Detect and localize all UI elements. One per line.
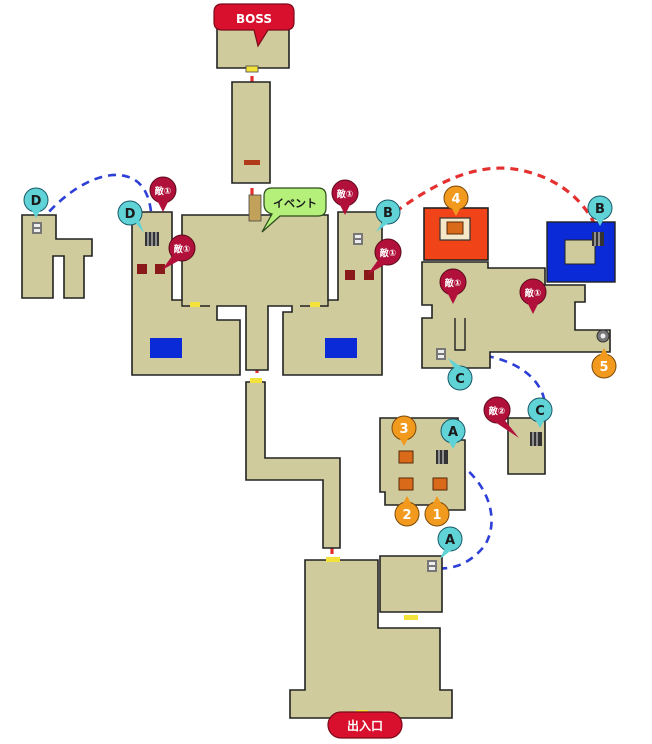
enemy-label: 敵① bbox=[337, 188, 354, 200]
warp-marker[interactable]: B bbox=[587, 195, 613, 226]
pot-icon[interactable] bbox=[596, 329, 610, 343]
treasure-chest-icon[interactable] bbox=[432, 477, 448, 491]
treasure-marker[interactable]: 5 bbox=[591, 348, 617, 379]
treasure-chest-icon[interactable] bbox=[439, 217, 471, 241]
warp-letter: D bbox=[125, 207, 136, 222]
treasure-marker[interactable]: 3 bbox=[391, 415, 417, 446]
enemy-marker: 敵① bbox=[519, 278, 547, 314]
stairs-icon[interactable] bbox=[530, 432, 542, 446]
warp-marker[interactable]: C bbox=[447, 358, 473, 391]
stairs-icon[interactable] bbox=[436, 348, 446, 360]
exit-marker: 出入口 bbox=[327, 711, 403, 739]
warp-letter: D bbox=[31, 194, 42, 209]
enemy-marker: 敵② bbox=[483, 396, 519, 438]
warp-letter: B bbox=[383, 206, 393, 221]
east-inner-wall bbox=[454, 318, 466, 351]
treasure-marker[interactable]: 4 bbox=[443, 185, 469, 216]
warp-marker[interactable]: C bbox=[527, 397, 553, 428]
room-d-west bbox=[21, 214, 93, 299]
enemy-label: 敵① bbox=[174, 243, 191, 255]
boss-marker: BOSS bbox=[213, 3, 295, 48]
door-entrance-top bbox=[326, 557, 340, 562]
stairs-icon[interactable] bbox=[427, 560, 437, 572]
hub-inner-wall-right bbox=[300, 300, 329, 307]
enemy-marker: 敵① bbox=[331, 179, 359, 215]
enemy-marker: 敵① bbox=[368, 238, 402, 274]
switch-icon[interactable] bbox=[155, 264, 165, 274]
treasure-chest-icon[interactable] bbox=[398, 450, 414, 464]
entrance-hall bbox=[289, 559, 453, 719]
warp-link-d bbox=[38, 173, 154, 233]
stairs-icon[interactable] bbox=[32, 222, 42, 234]
event-pillar bbox=[248, 194, 262, 222]
door-hub-left bbox=[190, 302, 200, 307]
treasure-number: 1 bbox=[432, 508, 441, 523]
treasure-number: 3 bbox=[399, 422, 408, 437]
event-label: イベント bbox=[273, 197, 317, 210]
door-hub-right bbox=[310, 302, 320, 307]
boss-label: BOSS bbox=[236, 12, 272, 26]
door-link-b bbox=[360, 166, 602, 241]
enemy-marker: 敵① bbox=[162, 234, 196, 270]
door-boss bbox=[245, 65, 259, 73]
warp-letter: C bbox=[455, 372, 465, 387]
warp-marker[interactable]: A bbox=[437, 526, 463, 559]
enemy-label: 敵① bbox=[155, 185, 172, 197]
treasure-marker[interactable]: 2 bbox=[394, 496, 420, 527]
stairs-icon[interactable] bbox=[145, 232, 159, 246]
treasure-marker[interactable]: 1 bbox=[424, 496, 450, 527]
treasure-number: 5 bbox=[599, 360, 608, 375]
switch-icon[interactable] bbox=[345, 270, 355, 280]
east-complex bbox=[421, 261, 611, 369]
door-hub-south bbox=[250, 378, 262, 383]
treasure-number: 2 bbox=[402, 508, 411, 523]
north-corridor bbox=[231, 81, 271, 184]
warp-marker[interactable]: D bbox=[117, 200, 144, 233]
south-path bbox=[245, 381, 341, 549]
switch-icon[interactable] bbox=[137, 264, 147, 274]
warp-marker[interactable]: A bbox=[440, 418, 466, 449]
door-corridor-red bbox=[244, 160, 260, 165]
treasure-chest-icon[interactable] bbox=[398, 477, 414, 491]
stairs-icon[interactable] bbox=[436, 450, 448, 464]
stairs-icon[interactable] bbox=[592, 232, 604, 246]
event-marker: イベント bbox=[261, 187, 327, 233]
pool-left bbox=[150, 338, 182, 358]
room-a-south bbox=[379, 555, 443, 613]
enemy-marker: 敵① bbox=[149, 176, 177, 212]
enemy-label: 敵② bbox=[489, 405, 506, 417]
exit-label: 出入口 bbox=[347, 718, 383, 733]
warp-letter: A bbox=[448, 425, 458, 440]
switch-icon[interactable] bbox=[364, 270, 374, 280]
hub-inner-wall-left bbox=[181, 300, 210, 307]
stairs-icon[interactable] bbox=[353, 233, 363, 245]
warp-letter: A bbox=[445, 533, 455, 548]
door-entrance-mid bbox=[404, 615, 418, 620]
warp-letter: B bbox=[595, 202, 605, 217]
pool-right bbox=[325, 338, 357, 358]
warp-marker[interactable]: B bbox=[375, 199, 401, 232]
water-room-island bbox=[564, 239, 596, 265]
enemy-label: 敵① bbox=[445, 277, 462, 289]
enemy-marker: 敵① bbox=[439, 268, 467, 304]
enemy-label: 敵① bbox=[380, 247, 397, 259]
treasure-number: 4 bbox=[451, 192, 460, 207]
warp-letter: C bbox=[535, 404, 545, 419]
warp-marker[interactable]: D bbox=[23, 187, 49, 218]
warp-link-a bbox=[435, 453, 493, 570]
enemy-label: 敵① bbox=[525, 287, 542, 299]
